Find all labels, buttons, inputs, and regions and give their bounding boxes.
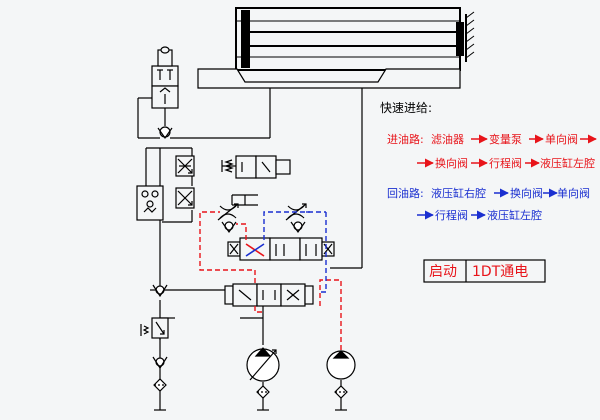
- hydraulic-cylinder: [235, 7, 475, 71]
- throttle-valve-1-icon: [175, 155, 195, 177]
- supply-step: 变量泵: [489, 132, 522, 146]
- relief-valve: [140, 317, 169, 339]
- return-step: 液压缸左腔: [487, 208, 542, 222]
- supply-path-row-2: 换向阀 行程阀 液压缸左腔: [417, 156, 595, 170]
- supply-step: 液压缸左腔: [540, 156, 595, 170]
- pressure-relay-block: [136, 185, 164, 221]
- return-path-row-1: 回油路: 液压缸右腔 换向阀 单向阀: [387, 186, 590, 200]
- variable-pump-icon: [246, 347, 280, 382]
- solenoid-valve-upper: [221, 155, 291, 179]
- cam-block: [197, 68, 461, 89]
- filter-icons: [153, 378, 348, 399]
- pilot-directional-valve: [224, 283, 314, 307]
- supply-step: 行程阀: [489, 156, 522, 170]
- supply-step: 换向阀: [435, 156, 468, 170]
- directional-valve-main: [227, 237, 335, 261]
- supply-flow-path: [199, 211, 342, 350]
- return-step: 换向阀: [510, 186, 543, 200]
- adjustable-throttle-left-icon: [217, 203, 239, 221]
- return-path-row-2: 行程阀 液压缸左腔: [417, 208, 542, 222]
- check-valve-lower-icon: [152, 284, 168, 370]
- supply-path-row-1: 进油路: 滤油器 变量泵 单向阀: [387, 132, 597, 146]
- travel-valve: [151, 46, 179, 120]
- supply-step: 滤油器: [431, 132, 464, 146]
- return-flow-path: [263, 211, 327, 293]
- return-step: 行程阀: [435, 208, 468, 222]
- supply-step: 单向阀: [545, 132, 578, 146]
- return-step: 单向阀: [557, 186, 590, 200]
- fixed-pump-icon: [326, 350, 356, 380]
- supply-path-label: 进油路:: [387, 132, 424, 146]
- panel-title: 快速进给:: [380, 101, 432, 115]
- status-start-label: 启动: [429, 264, 457, 280]
- return-step: 液压缸右腔: [431, 186, 486, 200]
- status-box[interactable]: 启动 1DT通电: [423, 259, 546, 283]
- check-valve-top-icon: [157, 120, 173, 140]
- ground-hatch-icon: [465, 11, 475, 59]
- return-path-label: 回油路:: [387, 186, 424, 200]
- check-valve-mid-icon: [221, 221, 306, 234]
- throttle-valve-2-icon: [175, 187, 195, 209]
- status-solenoid-label: 1DT通电: [472, 264, 528, 280]
